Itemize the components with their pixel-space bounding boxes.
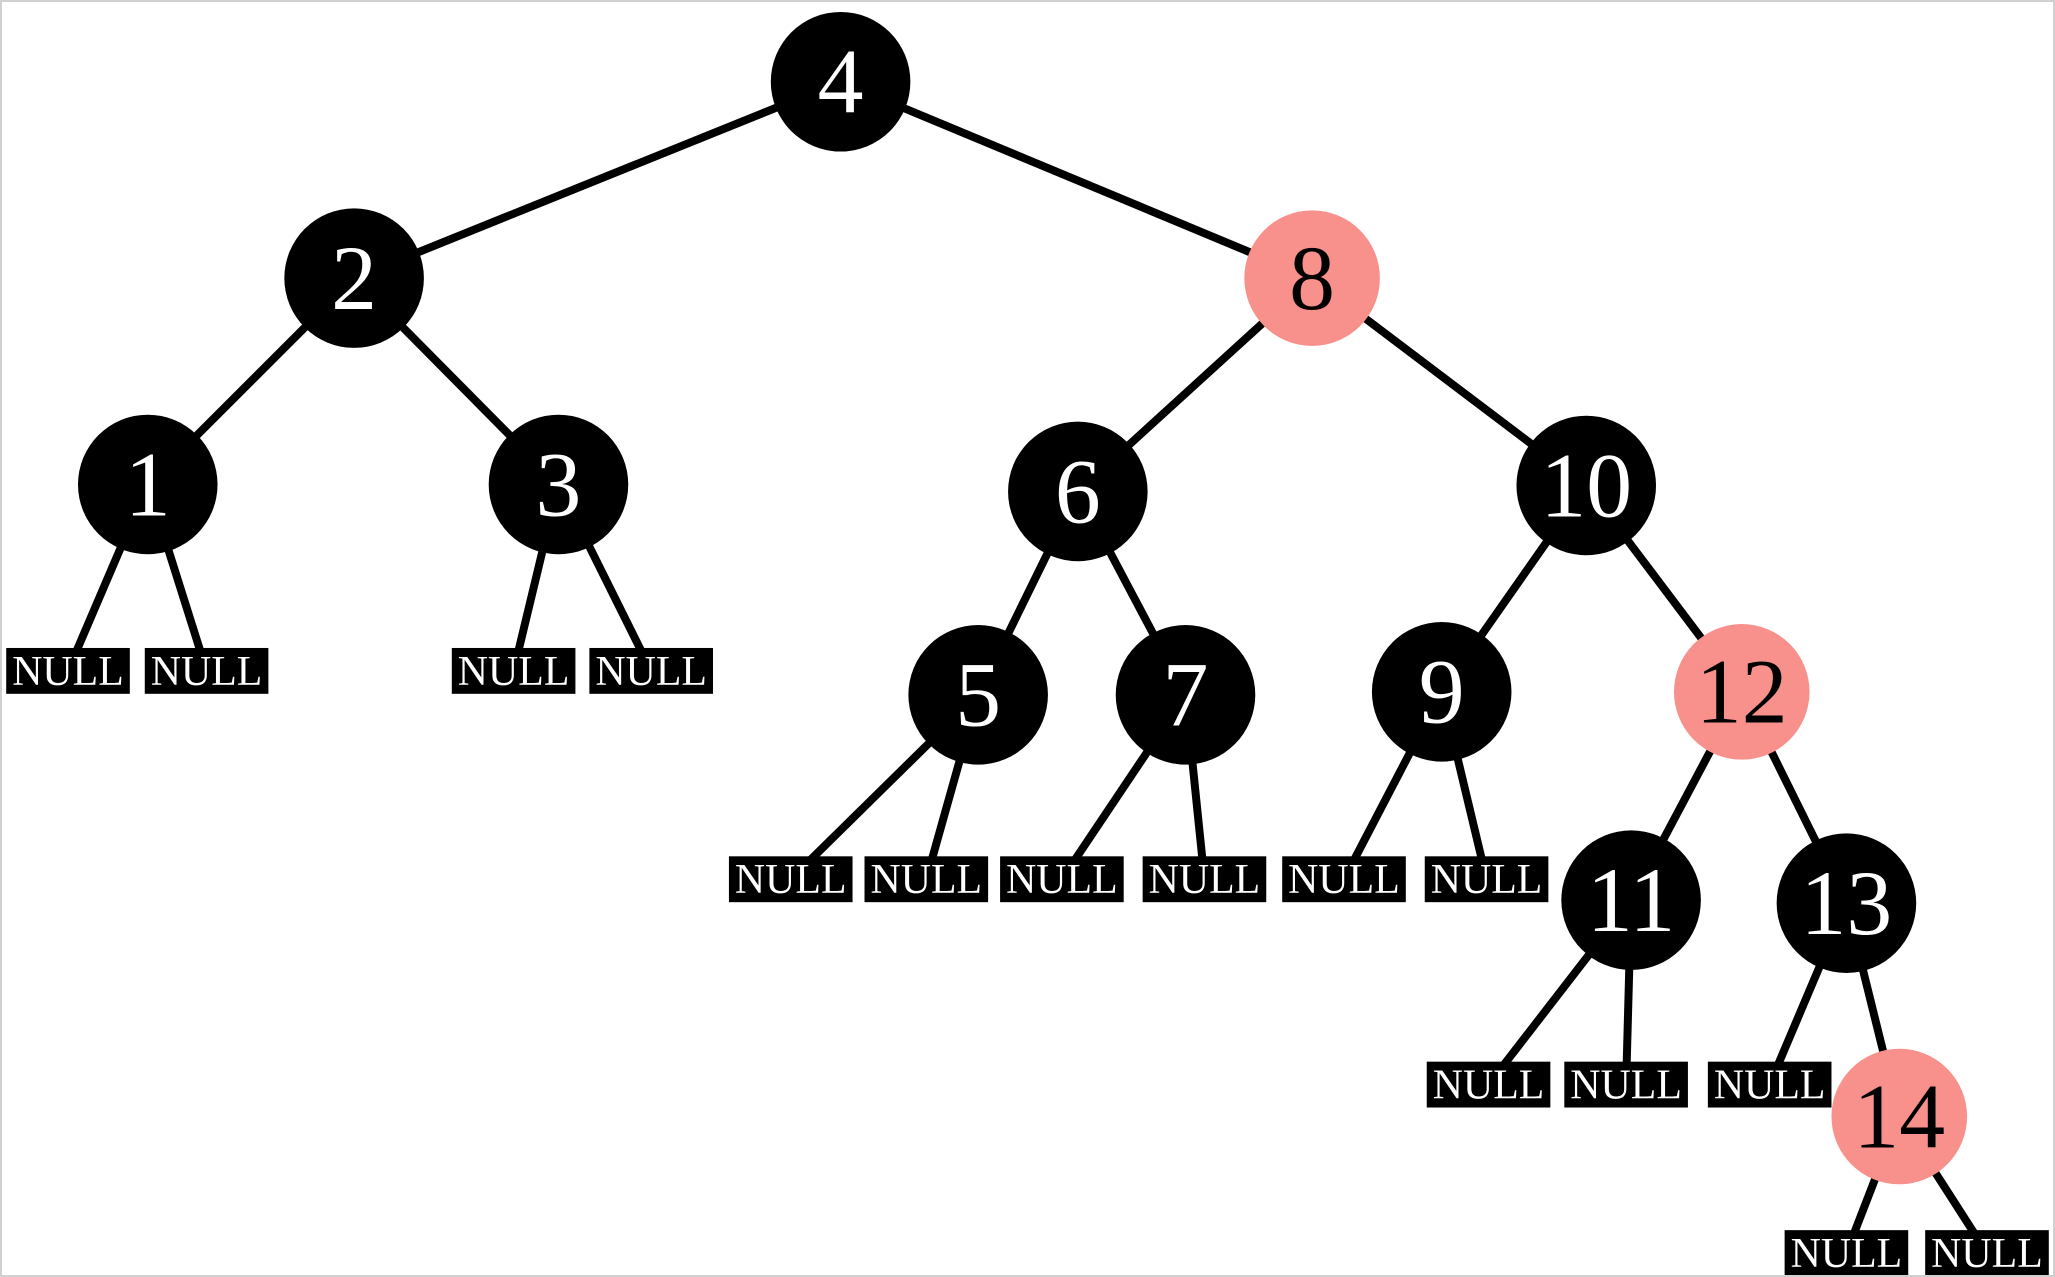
node-label-14: 14 [1853, 1065, 1945, 1167]
null-leaf-box [864, 856, 989, 903]
null-leaf-box [1142, 856, 1267, 903]
node-label-3: 3 [536, 433, 582, 535]
null-leaf-null-7-right: NULL [1142, 856, 1267, 903]
node-label-11: 11 [1587, 849, 1675, 951]
null-leaf-box [1424, 856, 1549, 903]
black-node-circle [1561, 830, 1701, 970]
null-leaf-null-11-right: NULL [1564, 1061, 1688, 1109]
node-label-2: 2 [331, 227, 377, 329]
node-label-10: 10 [1540, 434, 1632, 536]
tree-node-14: 14 [1831, 1048, 1968, 1185]
edge-4-2 [350, 77, 845, 283]
tree-node-5: 5 [908, 625, 1048, 765]
null-leaf-label: NULL [1149, 857, 1261, 903]
black-node-circle [770, 11, 911, 152]
null-leaf-box [6, 647, 130, 694]
null-leaf-box [589, 647, 713, 694]
null-leaf-null-7-left: NULL [1000, 856, 1124, 903]
null-leaf-null-3-right: NULL [589, 647, 713, 695]
tree-node-1: 1 [77, 414, 218, 555]
black-node-circle [1516, 415, 1657, 556]
null-leaf-box [1426, 1061, 1551, 1108]
tree-node-10: 10 [1516, 415, 1657, 556]
black-node-circle [908, 625, 1048, 765]
null-leaf-label: NULL [1288, 857, 1400, 903]
node-label-13: 13 [1801, 852, 1893, 954]
black-node-circle [1371, 622, 1512, 762]
red-node-circle [1244, 210, 1380, 346]
black-node-circle [1008, 421, 1148, 562]
null-leaf-label: NULL [151, 649, 263, 695]
null-leaf-null-13-left: NULL [1707, 1061, 1832, 1109]
null-leaf-box [1282, 856, 1406, 903]
tree-node-11: 11 [1561, 830, 1701, 970]
null-leaf-box [451, 647, 576, 694]
null-leaf-null-5-left: NULL [728, 856, 853, 903]
black-node-circle [284, 208, 424, 348]
null-leaf-label: NULL [1570, 1063, 1682, 1109]
node-label-8: 8 [1289, 227, 1335, 329]
null-leaf-null-9-right: NULL [1424, 856, 1549, 903]
node-label-4: 4 [818, 31, 864, 133]
black-node-circle [1115, 625, 1256, 765]
tree-node-13: 13 [1776, 833, 1917, 973]
black-node-circle [77, 414, 218, 555]
node-label-1: 1 [125, 433, 171, 535]
null-leaf-box [144, 647, 269, 694]
null-leaf-label: NULL [1714, 1063, 1826, 1109]
tree-node-6: 6 [1008, 421, 1148, 562]
null-leaf-null-14-right: NULL [1925, 1230, 2049, 1275]
null-leaf-null-5-right: NULL [864, 856, 989, 903]
tree-node-4: 4 [770, 11, 911, 152]
null-leaf-box [728, 856, 853, 903]
null-leaves-layer: NULL NULL NULL NULL NULL NULL NULL NULL NULL NULL… [6, 647, 2049, 1275]
null-leaf-label: NULL [1433, 1063, 1545, 1109]
null-leaf-label: NULL [1791, 1231, 1903, 1275]
black-node-circle [488, 414, 629, 555]
tree-node-9: 9 [1371, 622, 1512, 762]
null-leaf-null-14-left: NULL [1784, 1230, 1909, 1275]
null-leaf-label: NULL [1006, 857, 1118, 903]
tree-node-8: 8 [1244, 210, 1380, 346]
null-leaf-label: NULL [871, 857, 983, 903]
null-leaf-label: NULL [595, 649, 707, 695]
null-leaf-label: NULL [735, 857, 847, 903]
node-label-5: 5 [955, 644, 1001, 746]
black-node-circle [1776, 833, 1917, 973]
node-label-6: 6 [1055, 440, 1101, 542]
null-leaf-box [1784, 1230, 1909, 1275]
red-node-circle [1831, 1048, 1968, 1185]
null-leaf-null-11-left: NULL [1426, 1061, 1551, 1109]
null-leaf-label: NULL [458, 649, 570, 695]
null-leaf-null-1-left: NULL [6, 647, 130, 695]
node-label-7: 7 [1163, 644, 1209, 746]
node-label-12: 12 [1696, 641, 1788, 743]
null-leaf-label: NULL [1931, 1231, 2043, 1275]
null-leaf-box [1925, 1230, 2049, 1275]
null-leaf-label: NULL [12, 649, 124, 695]
tree-node-3: 3 [488, 414, 629, 555]
node-label-9: 9 [1419, 641, 1465, 743]
null-leaf-box [1707, 1061, 1832, 1108]
null-leaf-box [1000, 856, 1124, 903]
tree-node-2: 2 [284, 208, 424, 348]
null-leaf-null-1-right: NULL [144, 647, 269, 695]
null-leaf-label: NULL [1431, 857, 1543, 903]
red-node-circle [1673, 624, 1810, 760]
null-leaf-null-3-left: NULL [451, 647, 576, 695]
edge-4-8 [836, 77, 1317, 283]
null-leaf-box [1564, 1061, 1688, 1108]
tree-node-7: 7 [1115, 625, 1256, 765]
tree-node-12: 12 [1673, 624, 1810, 760]
null-leaf-null-9-left: NULL [1282, 856, 1406, 903]
